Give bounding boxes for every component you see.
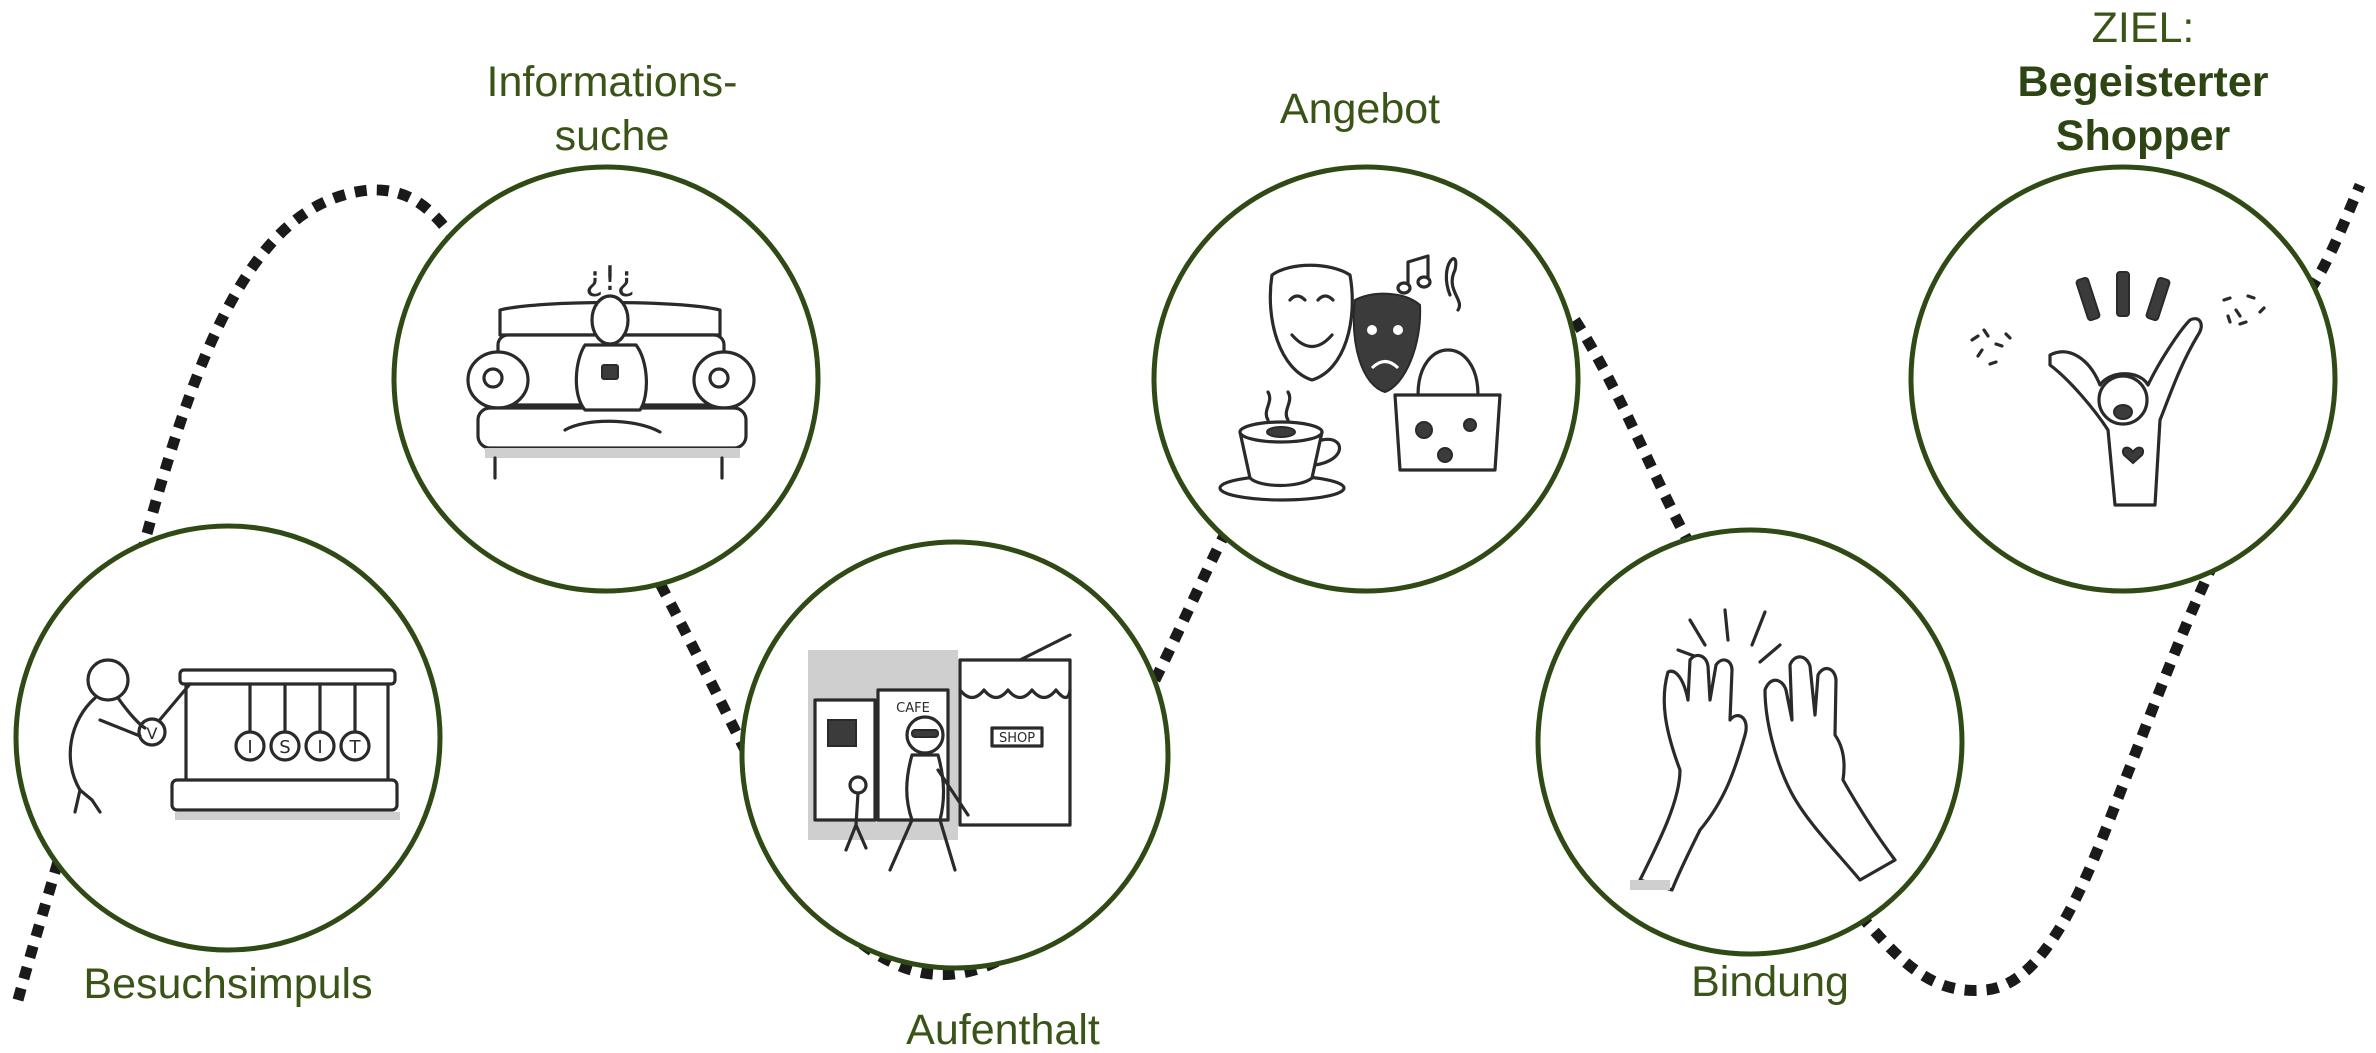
masks-coffee-bag-icon	[1218, 254, 1502, 502]
sofa-phone-icon: ¿!¿	[466, 259, 756, 480]
cradle-ball-letter: T	[349, 737, 362, 758]
stage-label: Bindung	[1691, 958, 1849, 1006]
goal-prefix: ZIEL:	[2092, 4, 2195, 52]
goal-title: Shopper	[2056, 112, 2231, 160]
stage-aufenthalt: SHOP CAFE Aufenthalt	[739, 539, 1171, 1053]
cafe-sign: CAFE	[896, 701, 930, 716]
stage-besuchsimpuls: V I S I T	[13, 523, 443, 953]
cradle-ball-letter: V	[147, 724, 158, 743]
stage-circle	[1151, 164, 1581, 594]
stage-label: suche	[555, 112, 670, 160]
stage-circle	[13, 523, 443, 953]
stage-label: Informations-	[487, 58, 738, 106]
stage-angebot: Angebot	[1151, 85, 1581, 594]
stage-ziel: ZIEL: Begeisterter Shopper	[1908, 4, 2338, 594]
question-glyphs: ¿!¿	[585, 259, 635, 299]
stage-bindung: Bindung	[1535, 527, 1965, 1006]
high-five-icon	[1630, 608, 1897, 892]
stage-label: Angebot	[1280, 85, 1440, 133]
cradle-ball-letter: I	[317, 737, 322, 758]
cradle-ball-letter: I	[247, 737, 252, 758]
stage-label: Besuchsimpuls	[83, 960, 372, 1008]
cradle-ball-letter: S	[279, 737, 290, 758]
shopping-street-icon: SHOP CAFE	[808, 633, 1072, 872]
stage-circle	[1535, 527, 1965, 957]
newtons-cradle-visit-icon: V I S I T	[68, 658, 400, 820]
shop-sign: SHOP	[999, 731, 1035, 746]
goal-title: Begeisterter	[2018, 58, 2269, 106]
cheering-person-icon	[1970, 271, 2266, 507]
stage-label: Aufenthalt	[906, 1006, 1100, 1053]
stage-informationssuche: ¿!¿ Informations- suche	[391, 58, 821, 594]
